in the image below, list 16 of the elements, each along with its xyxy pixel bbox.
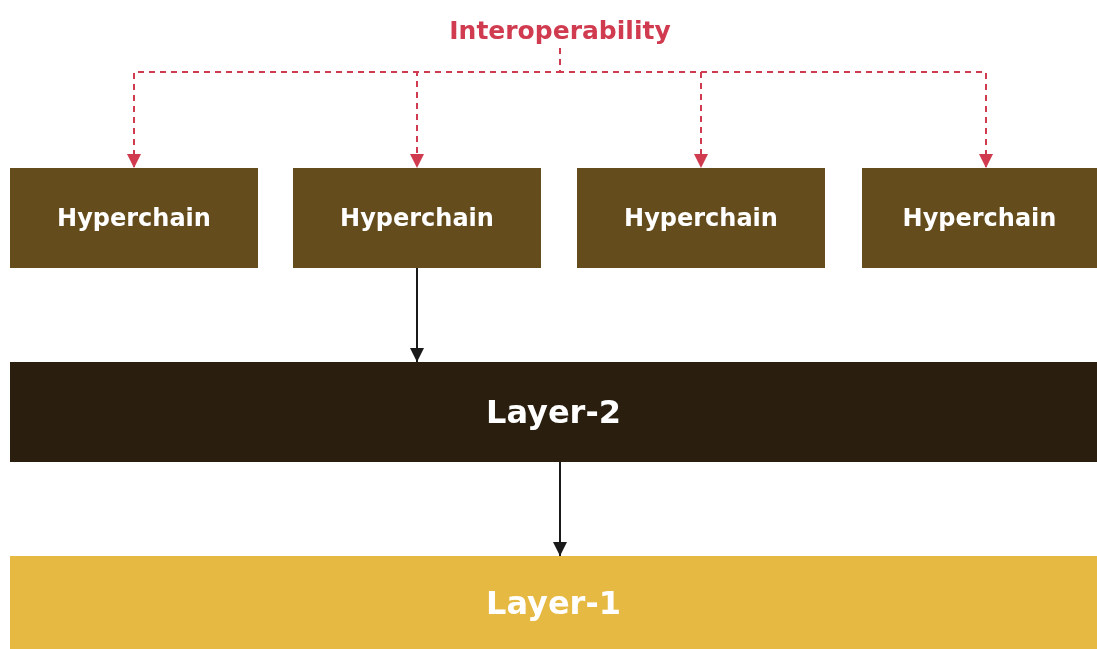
hyperchain-box	[862, 168, 1097, 268]
layer-band	[10, 362, 1097, 462]
box-label: Hyperchain	[902, 204, 1057, 232]
layer-band	[10, 556, 1097, 649]
box-label: Hyperchain	[340, 204, 494, 232]
arrow	[553, 461, 567, 557]
hyperchain-box	[293, 168, 541, 268]
hyperchain-box	[10, 168, 258, 268]
box-label: Layer-2	[486, 393, 621, 431]
box-label: Layer-1	[486, 583, 621, 622]
heading-text: Interoperability	[449, 15, 671, 45]
dashed-arrow	[559, 47, 993, 169]
hyperchain-box	[577, 168, 825, 268]
box-label: Hyperchain	[57, 204, 211, 232]
box-label: Hyperchain	[624, 204, 778, 232]
arrow	[410, 267, 424, 363]
